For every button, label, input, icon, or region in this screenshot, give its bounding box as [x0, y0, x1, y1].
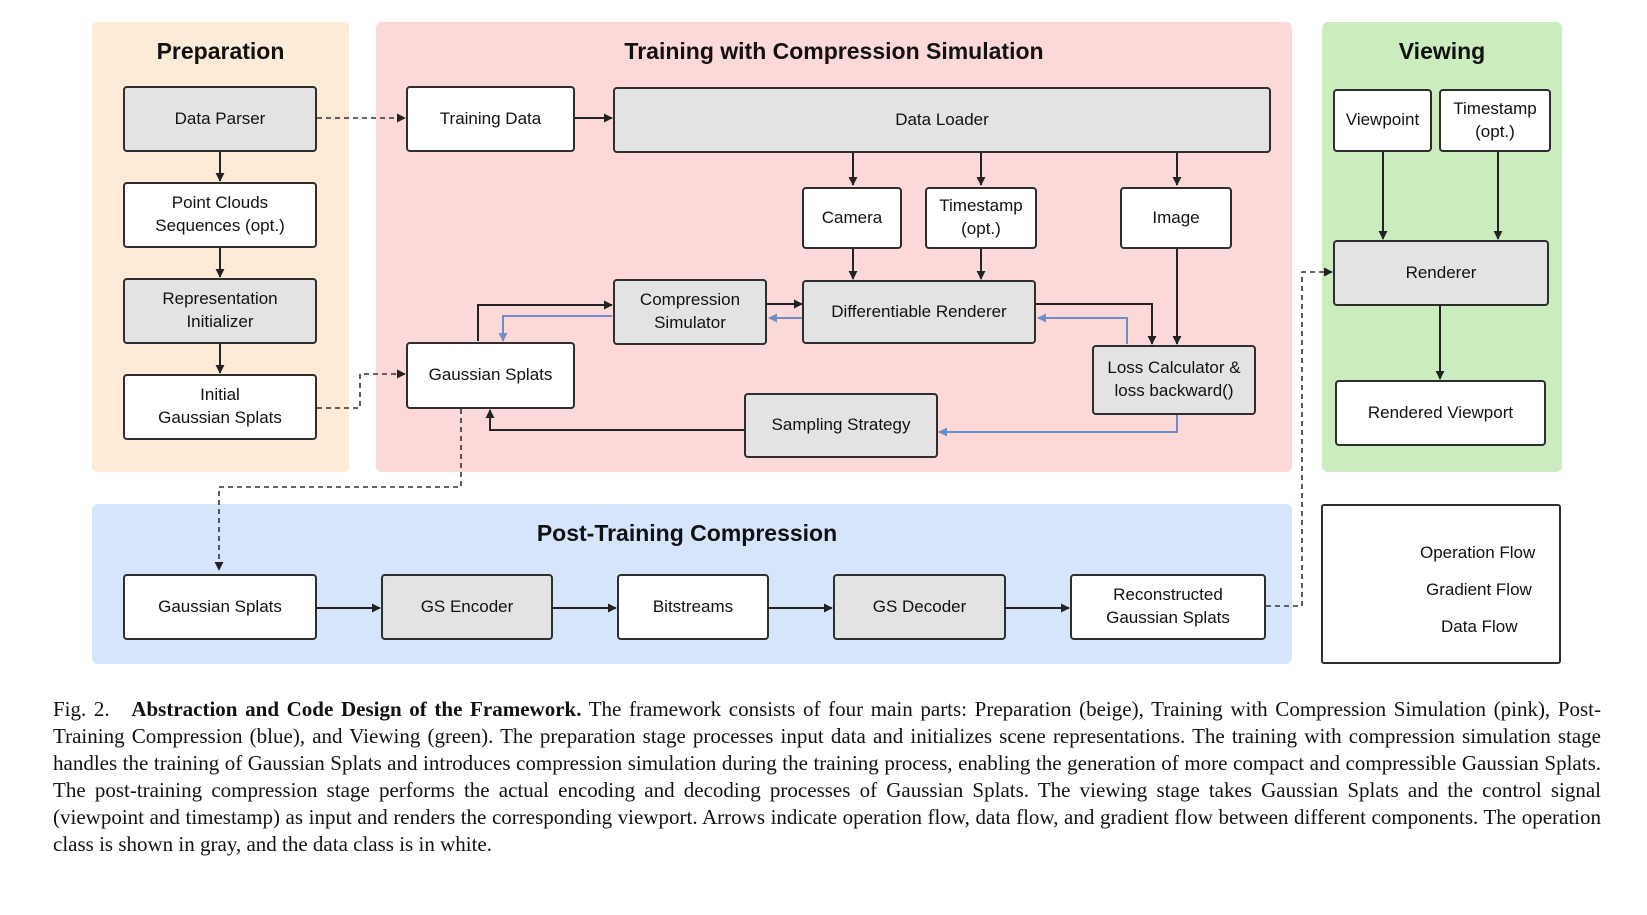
compression-simulator-node: Compression Simulator — [613, 279, 767, 345]
rendered-viewport-node: Rendered Viewport — [1335, 380, 1546, 446]
gaussian-splats-post-node: Gaussian Splats — [123, 574, 317, 640]
gradient-loss-to-sampling — [938, 415, 1178, 437]
point-clouds-node: Point Clouds Sequences (opt.) — [123, 182, 317, 248]
differentiable-renderer-node: Differentiable Renderer — [802, 280, 1036, 344]
edge-reconstructed-to-renderer — [1266, 267, 1333, 607]
timestamp-train-node: Timestamp (opt.) — [925, 187, 1037, 249]
timestamp-view-node: Timestamp (opt.) — [1439, 89, 1551, 152]
legend-operation-label: Operation Flow — [1420, 543, 1536, 562]
camera-node: Camera — [802, 187, 902, 249]
legend-gradient-label: Gradient Flow — [1426, 580, 1532, 599]
gs-decoder-node: GS Decoder — [833, 574, 1006, 640]
edge-gstrain-to-gspost — [214, 409, 462, 571]
sampling-strategy-node: Sampling Strategy — [744, 393, 938, 458]
gaussian-splats-train-node: Gaussian Splats — [406, 342, 575, 409]
gradient-loss-to-renderer — [1037, 313, 1128, 344]
caption-title: Abstraction and Code Design of the Frame… — [131, 697, 582, 721]
post-training-title: Post-Training Compression — [536, 520, 838, 546]
representation-initializer-node: Representation Initializer — [123, 278, 317, 344]
edge-initialgs-to-gstrain — [317, 369, 406, 409]
edge-gstrain-to-compsim — [477, 300, 613, 341]
image-node: Image — [1120, 187, 1232, 249]
training-data-node: Training Data — [406, 86, 575, 152]
edges-layer — [214, 113, 1503, 631]
gs-encoder-node: GS Encoder — [381, 574, 553, 640]
edge-renderer-to-loss — [1036, 303, 1157, 345]
figure-caption: Fig. 2. Abstraction and Code Design of t… — [53, 696, 1601, 858]
preparation-title: Preparation — [156, 38, 285, 64]
training-title: Training with Compression Simulation — [624, 38, 1044, 64]
viewpoint-node: Viewpoint — [1333, 89, 1432, 152]
initial-gaussian-splats-node: Initial Gaussian Splats — [123, 374, 317, 440]
reconstructed-gaussian-splats-node: Reconstructed Gaussian Splats — [1070, 574, 1266, 640]
bitstreams-node: Bitstreams — [617, 574, 769, 640]
renderer-node: Renderer — [1333, 240, 1549, 306]
loss-calculator-node: Loss Calculator & loss backward() — [1092, 345, 1256, 415]
edge-sampling-to-gstrain — [485, 409, 746, 431]
data-loader-node: Data Loader — [613, 87, 1271, 153]
legend: Operation Flow Gradient Flow Data Flow — [1321, 504, 1561, 664]
caption-text: The framework consists of four main part… — [53, 697, 1602, 856]
legend-data-label: Data Flow — [1441, 617, 1518, 636]
data-parser-node: Data Parser — [123, 86, 317, 152]
caption-figure-label: Fig. 2. — [53, 697, 110, 721]
gradient-compsim-to-gstrain — [498, 315, 612, 342]
framework-diagram: Preparation Training with Compression Si… — [92, 22, 1562, 664]
viewing-title: Viewing — [1398, 38, 1486, 64]
